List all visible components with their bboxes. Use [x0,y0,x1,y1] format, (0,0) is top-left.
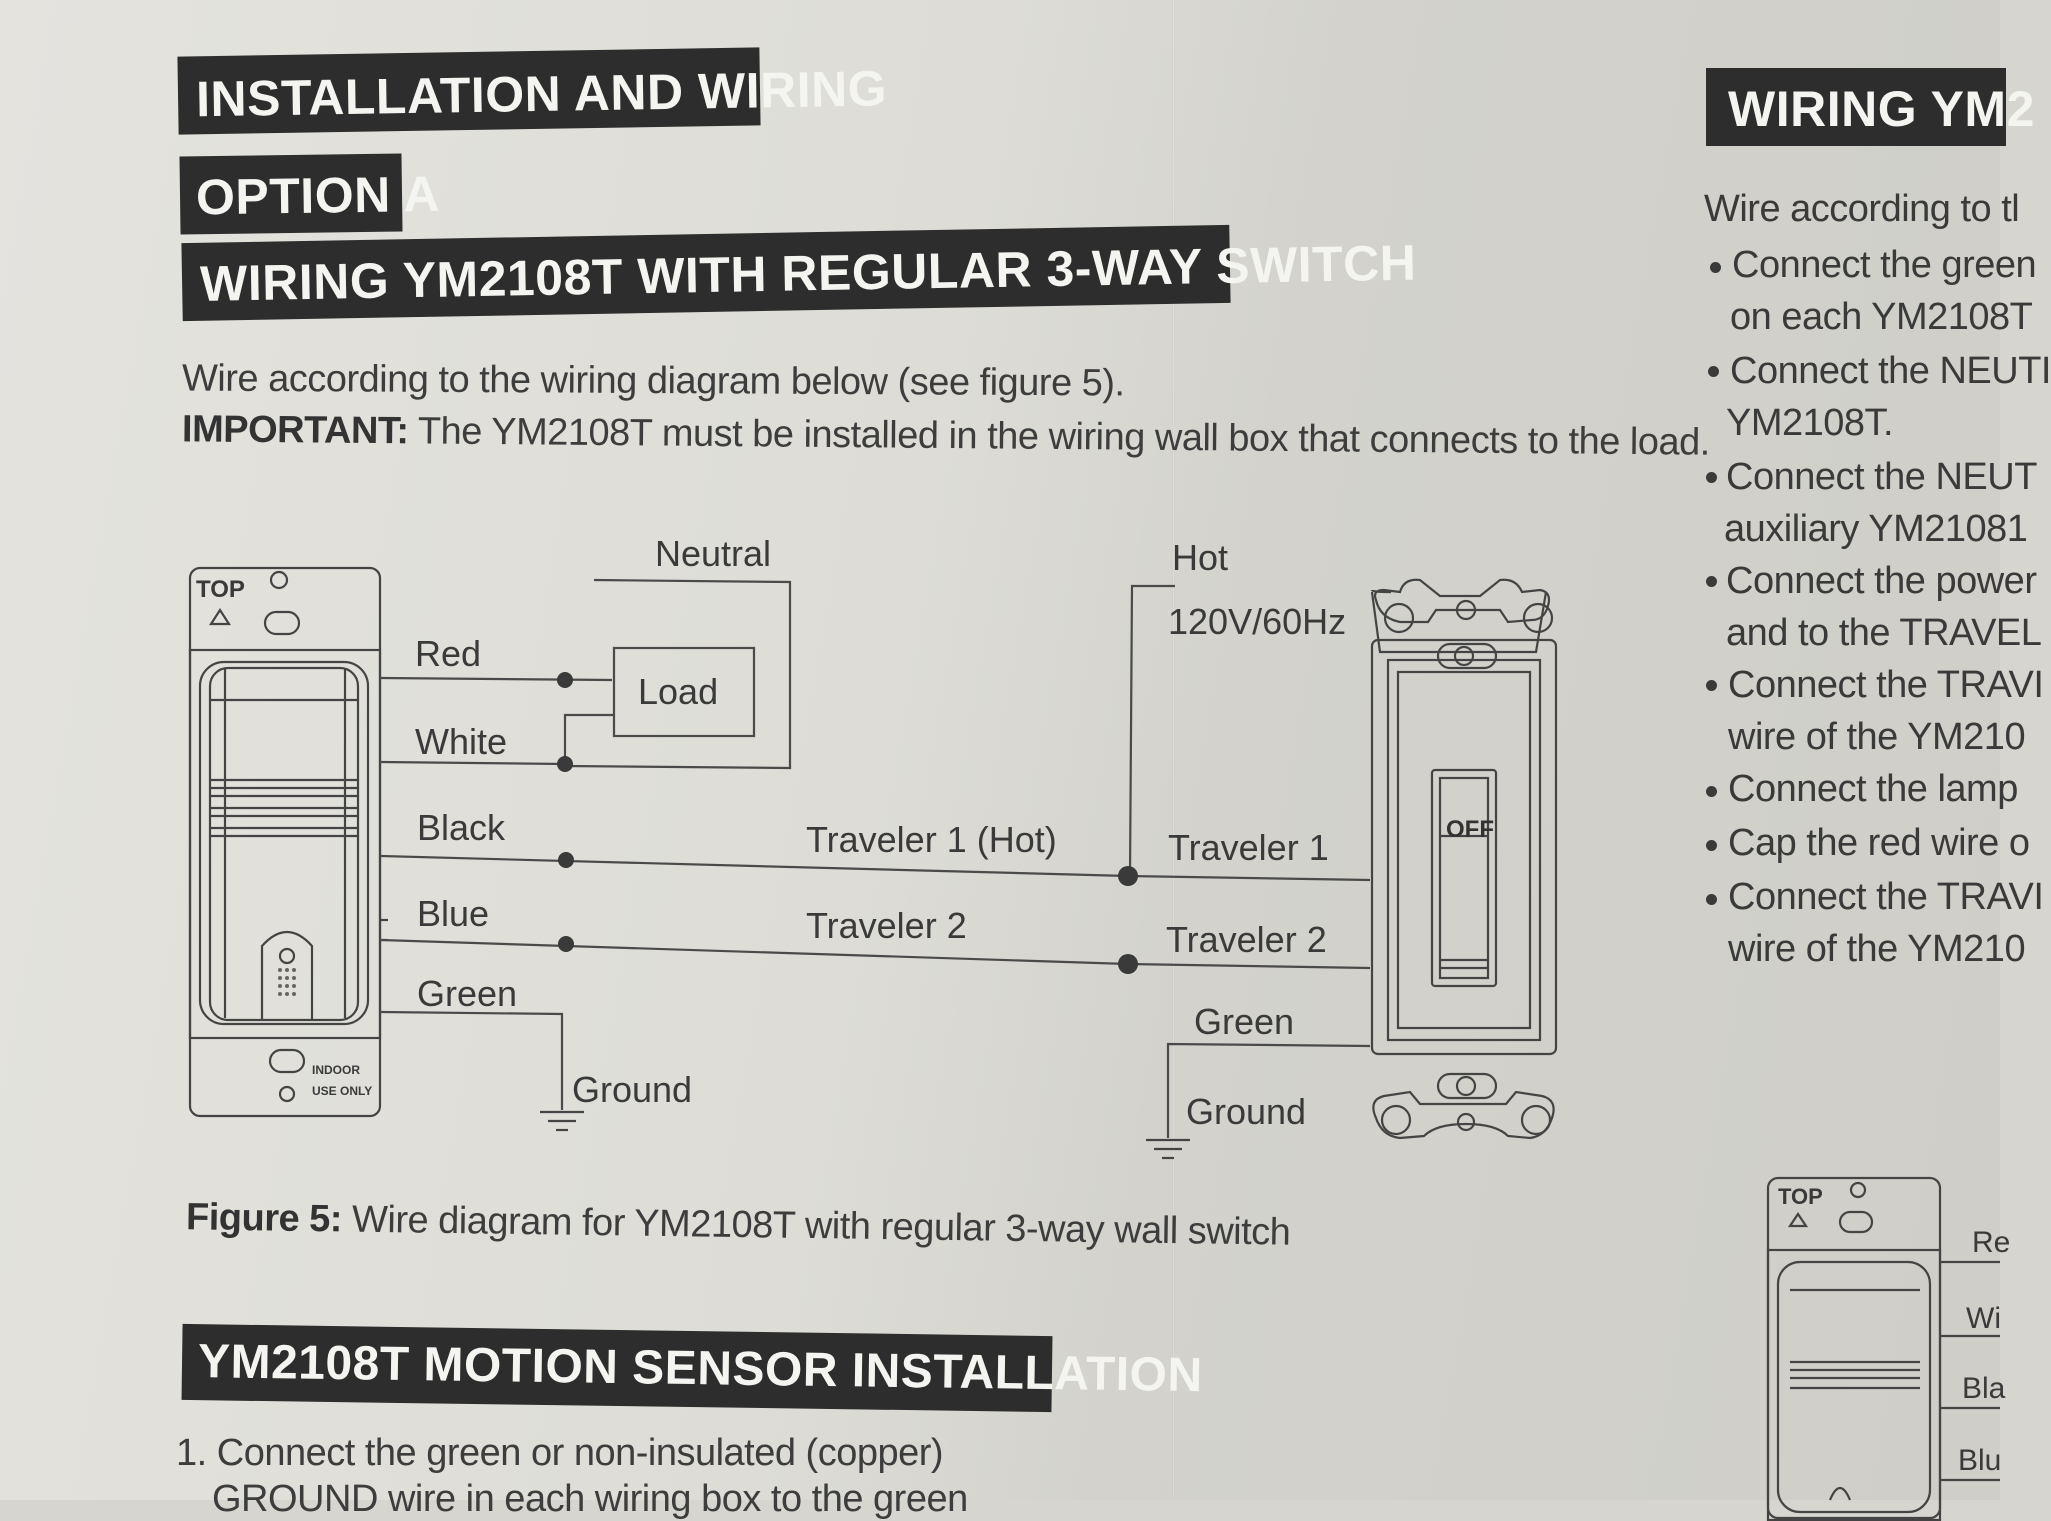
label-white: White [415,721,508,762]
right-bullet-2 [1708,366,1719,377]
wiring-diagram [188,566,2000,1521]
green-wire-left [379,1010,564,1110]
mini-label-black: Bla [1962,1372,2006,1405]
right-bullet-7 [1706,840,1717,851]
right-line-10: wire of the YM210 [1728,716,2026,758]
label-neutral: Neutral [655,533,772,574]
label-ground-left: Ground [572,1069,693,1110]
right-line-13: Connect the TRAVI [1728,876,2044,918]
label-traveler1-hot: Traveler 1 (Hot) [806,819,1057,860]
right-bullet-1 [1710,262,1721,273]
switch-off-label: OFF [1446,816,1494,843]
traveler1-wire [379,854,1129,878]
right-line-2: on each YM2108T [1730,296,2033,338]
right-line-12: Cap the red wire o [1728,822,2030,864]
neutral-wire [564,578,792,770]
heading-sensor-installation: YM2108T MOTION SENSOR INSTALLATION [181,1323,1203,1413]
sensor-indoor-label-2: USE ONLY [312,1084,373,1098]
heading-right-wiring: WIRING YM2 [1706,68,2034,146]
right-line-9: Connect the TRAVI [1728,664,2044,706]
right-line-1: Connect the green [1732,244,2037,286]
label-hot: Hot [1172,537,1229,578]
right-bullet-4 [1706,576,1717,587]
label-black: Black [417,807,506,848]
traveler2-wire [379,938,1129,966]
sensor-indoor-label-1: INDOOR [312,1063,360,1077]
mini-top-label: TOP [1778,1184,1823,1209]
three-way-switch [1370,578,1558,1140]
step-1: 1. Connect the green or non-insulated (c… [176,1432,944,1474]
label-blue: Blue [417,893,490,934]
right-line-7: Connect the power [1726,560,2037,602]
right-line-8: and to the TRAVEL [1726,612,2042,654]
label-traveler2-mid: Traveler 2 [806,905,967,946]
mini-sensor-diagram [1766,1176,2000,1521]
right-bullet-8 [1706,894,1717,905]
label-load: Load [638,671,719,712]
label-green-right: Green [1194,1001,1295,1042]
step-1-continued: GROUND wire in each wiring box to the gr… [212,1478,968,1520]
right-bullet-3 [1706,472,1717,483]
right-line-11: Connect the lamp [1728,768,2018,810]
label-voltage: 120V/60Hz [1168,601,1347,642]
right-line-5: Connect the NEUT [1726,456,2037,498]
white-wire [379,760,566,766]
load-box [612,646,756,738]
figure-label: Figure 5: [185,1196,343,1241]
label-ground-right: Ground [1186,1091,1307,1132]
label-traveler1-right: Traveler 1 [1168,827,1329,868]
right-line-14: wire of the YM210 [1728,928,2026,970]
hot-wire [1128,584,1175,877]
mini-label-blue: Blu [1958,1444,2002,1477]
right-bullet-6 [1706,786,1717,797]
green-wire-right [1166,1042,1371,1138]
sensor-top-label: TOP [196,576,245,603]
mini-label-red: Re [1972,1226,2011,1259]
right-line-3: Connect the NEUTI [1730,350,2051,392]
label-green-left: Green [417,973,518,1014]
label-red: Red [415,633,482,674]
right-bullet-5 [1706,680,1717,691]
right-intro: Wire according to tl [1704,188,2020,230]
label-traveler2-right: Traveler 2 [1166,919,1327,960]
paper-fold [1172,0,1175,1500]
right-line-6: auxiliary YM21081 [1724,508,2028,550]
mini-label-white: Wi [1966,1302,2001,1335]
right-line-4: YM2108T. [1726,402,1894,444]
red-wire [379,676,613,682]
